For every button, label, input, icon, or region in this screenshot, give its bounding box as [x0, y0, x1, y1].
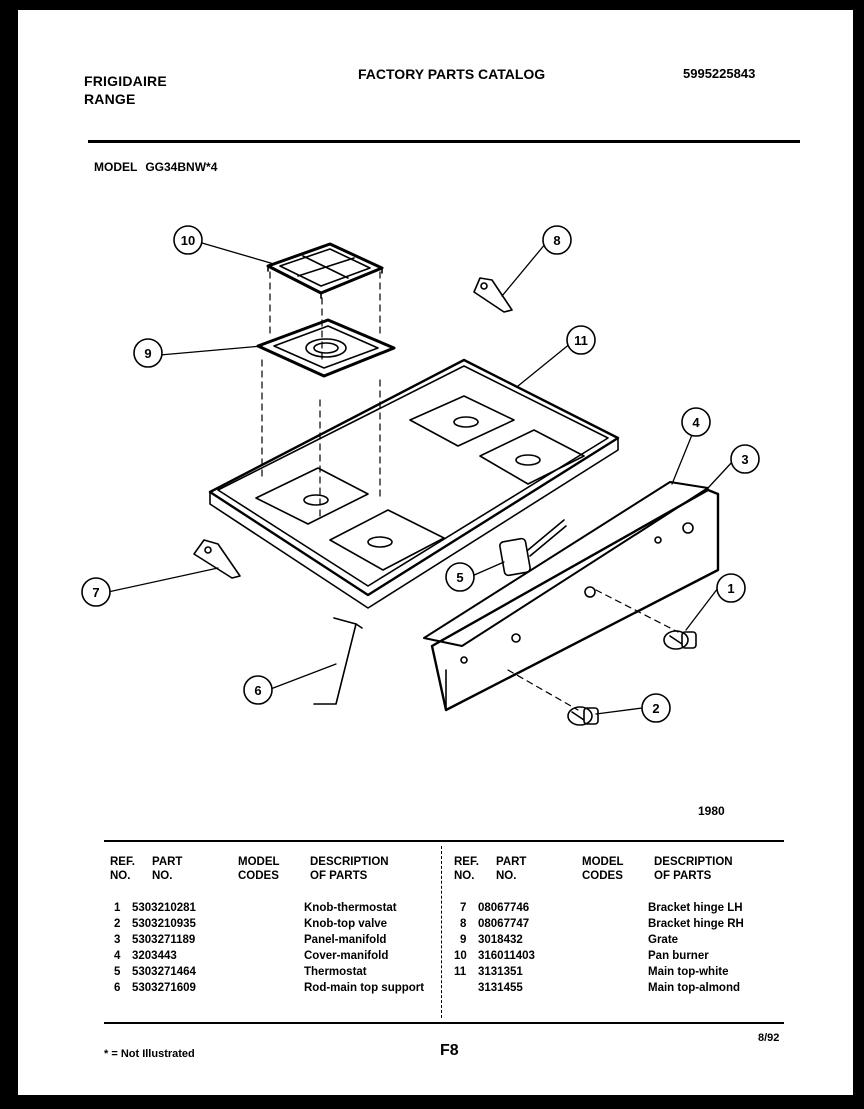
knob-top-valve-part	[567, 706, 599, 726]
callout-label-9: 9	[144, 346, 151, 361]
callout-6	[243, 675, 273, 705]
table-row: 8 08067747 Bracket hinge RH	[460, 918, 744, 930]
table-column-divider	[441, 846, 443, 1018]
not-illustrated-note: * = Not Illustrated	[104, 1048, 195, 1060]
header-rule	[88, 140, 800, 143]
callout-4	[681, 407, 711, 437]
table-bottom-rule	[104, 1022, 784, 1024]
catalog-number: 5995225843	[683, 66, 756, 81]
callout-label-4: 4	[692, 415, 700, 430]
table-row: 10 316011403 Pan burner	[454, 950, 709, 962]
brand-name: FRIGIDAIRE	[84, 73, 167, 89]
callout-3	[730, 444, 760, 474]
thermostat-part	[499, 519, 567, 577]
bracket-hinge-lh-part	[193, 539, 241, 579]
table-row: 5 5303271464 Thermostat	[114, 966, 367, 978]
table-row: 2 5303210935 Knob-top valve	[114, 918, 388, 930]
page-number: F8	[440, 1042, 459, 1059]
parts-table-right: 7 08067746 Bracket hinge LH 8 08067747 B…	[18, 900, 818, 996]
callout-label-6: 6	[254, 683, 261, 698]
table-row: 3131455 Main top-almond	[478, 982, 740, 994]
model-value: GG34BNW*4	[145, 160, 218, 174]
table-row: 7 08067746 Bracket hinge LH	[460, 902, 743, 914]
callout-label-10: 10	[181, 233, 195, 248]
main-top-part	[208, 358, 620, 609]
callout-10	[173, 225, 203, 255]
callout-label-8: 8	[553, 233, 560, 248]
callout-label-1: 1	[727, 581, 734, 596]
header-ref-no-left: REF.NO.	[110, 856, 135, 882]
grate-part	[266, 242, 384, 299]
table-row: 11 3131351 Main top-white	[454, 966, 729, 978]
callout-markers: 10 8 9 11 4 3 5 7 6 1 2	[81, 225, 760, 723]
table-row: 1 5303210281 Knob-thermostat	[114, 902, 397, 914]
leader-lines	[107, 242, 734, 715]
exploded-parts-diagram: 10 8 9 11 4 3 5 7 6 1 2	[81, 225, 760, 726]
callout-11	[566, 325, 596, 355]
pan-burner-part	[256, 318, 396, 378]
product-name: RANGE	[84, 91, 136, 107]
callout-5	[445, 562, 475, 592]
callout-9	[133, 338, 163, 368]
rod-support-part	[313, 617, 363, 705]
knob-thermostat-part	[663, 630, 697, 650]
table-row: 4 3203443 Cover-manifold	[114, 950, 389, 962]
model-label: MODEL	[94, 160, 138, 174]
callout-label-3: 3	[741, 452, 748, 467]
catalog-title: FACTORY PARTS CATALOG	[358, 66, 546, 82]
callout-7	[81, 577, 111, 607]
callout-label-2: 2	[652, 701, 659, 716]
callout-1	[716, 573, 746, 603]
parts-table-left: 1 5303210281 Knob-thermostat 2 530321093…	[18, 900, 438, 996]
catalog-page: FRIGIDAIRE RANGE FACTORY PARTS CATALOG 5…	[18, 10, 853, 1095]
manifold-panel-part	[423, 481, 720, 712]
table-row: 6 5303271609 Rod-main top support	[114, 982, 425, 994]
table-row: 3 5303271189 Panel-manifold	[114, 934, 387, 946]
bracket-hinge-rh-part	[473, 277, 513, 313]
callout-label-5: 5	[456, 570, 463, 585]
callout-label-11: 11	[574, 333, 588, 348]
model-line: MODEL GG34BNW*4	[94, 160, 217, 174]
header-ref-no-right: REF.NO.	[454, 856, 479, 882]
callout-8	[542, 225, 572, 255]
brand-block: FRIGIDAIRE RANGE	[84, 72, 167, 108]
table-row: 9 3018432 Grate	[460, 934, 679, 946]
drawing-number: 1980	[698, 804, 725, 818]
table-top-rule	[104, 840, 784, 842]
alignment-lines	[261, 271, 679, 711]
revision-date: 8/92	[758, 1032, 780, 1044]
callout-label-7: 7	[92, 585, 99, 600]
callout-2	[641, 693, 671, 723]
